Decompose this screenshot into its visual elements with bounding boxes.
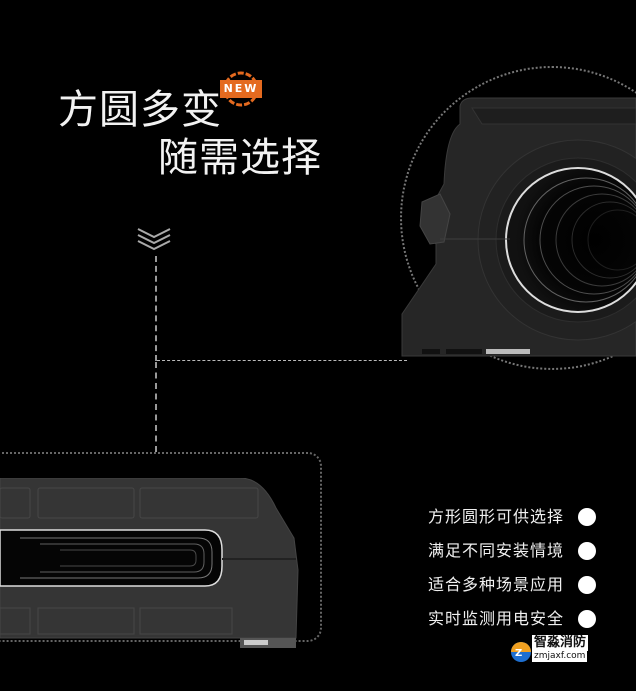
svg-text:Z: Z bbox=[515, 648, 522, 659]
bullet-dot-icon bbox=[578, 610, 596, 628]
feature-label: 适合多种场景应用 bbox=[427, 575, 564, 594]
dashed-connector-vertical bbox=[155, 256, 157, 361]
feature-item: 满足不同安装情境 bbox=[396, 534, 596, 568]
new-badge-label: NEW bbox=[220, 80, 262, 98]
square-outline-decoration bbox=[0, 452, 322, 642]
brand-logo-icon: Z bbox=[511, 642, 531, 662]
headline-line-1: 方圆多变 bbox=[58, 87, 222, 133]
feature-item: 适合多种场景应用 bbox=[396, 568, 596, 602]
bullet-dot-icon bbox=[578, 508, 596, 526]
watermark-name: 智淼消防 bbox=[532, 635, 589, 651]
headline-line-2: 随需选择 bbox=[158, 135, 322, 181]
dashed-connector-vertical-lower bbox=[155, 362, 157, 452]
feature-list: 方形圆形可供选择 满足不同安装情境 适合多种场景应用 实时监测用电安全 bbox=[396, 500, 596, 636]
bullet-dot-icon bbox=[578, 576, 596, 594]
dashed-connector-horizontal bbox=[157, 360, 407, 361]
square-current-transformer-image bbox=[0, 478, 299, 648]
feature-item: 方形圆形可供选择 bbox=[396, 500, 596, 534]
watermark-url: zmjaxf.com bbox=[532, 651, 588, 662]
chevron-down-icon bbox=[137, 228, 171, 251]
feature-label: 方形圆形可供选择 bbox=[427, 507, 564, 526]
feature-label: 实时监测用电安全 bbox=[427, 609, 564, 628]
feature-item: 实时监测用电安全 bbox=[396, 602, 596, 636]
new-badge: NEW bbox=[212, 69, 270, 109]
round-current-transformer-image bbox=[401, 97, 636, 357]
bullet-dot-icon bbox=[578, 542, 596, 560]
watermark-logo: Z 智淼消防 zmjaxf.com bbox=[510, 635, 600, 665]
feature-label: 满足不同安装情境 bbox=[427, 541, 564, 560]
